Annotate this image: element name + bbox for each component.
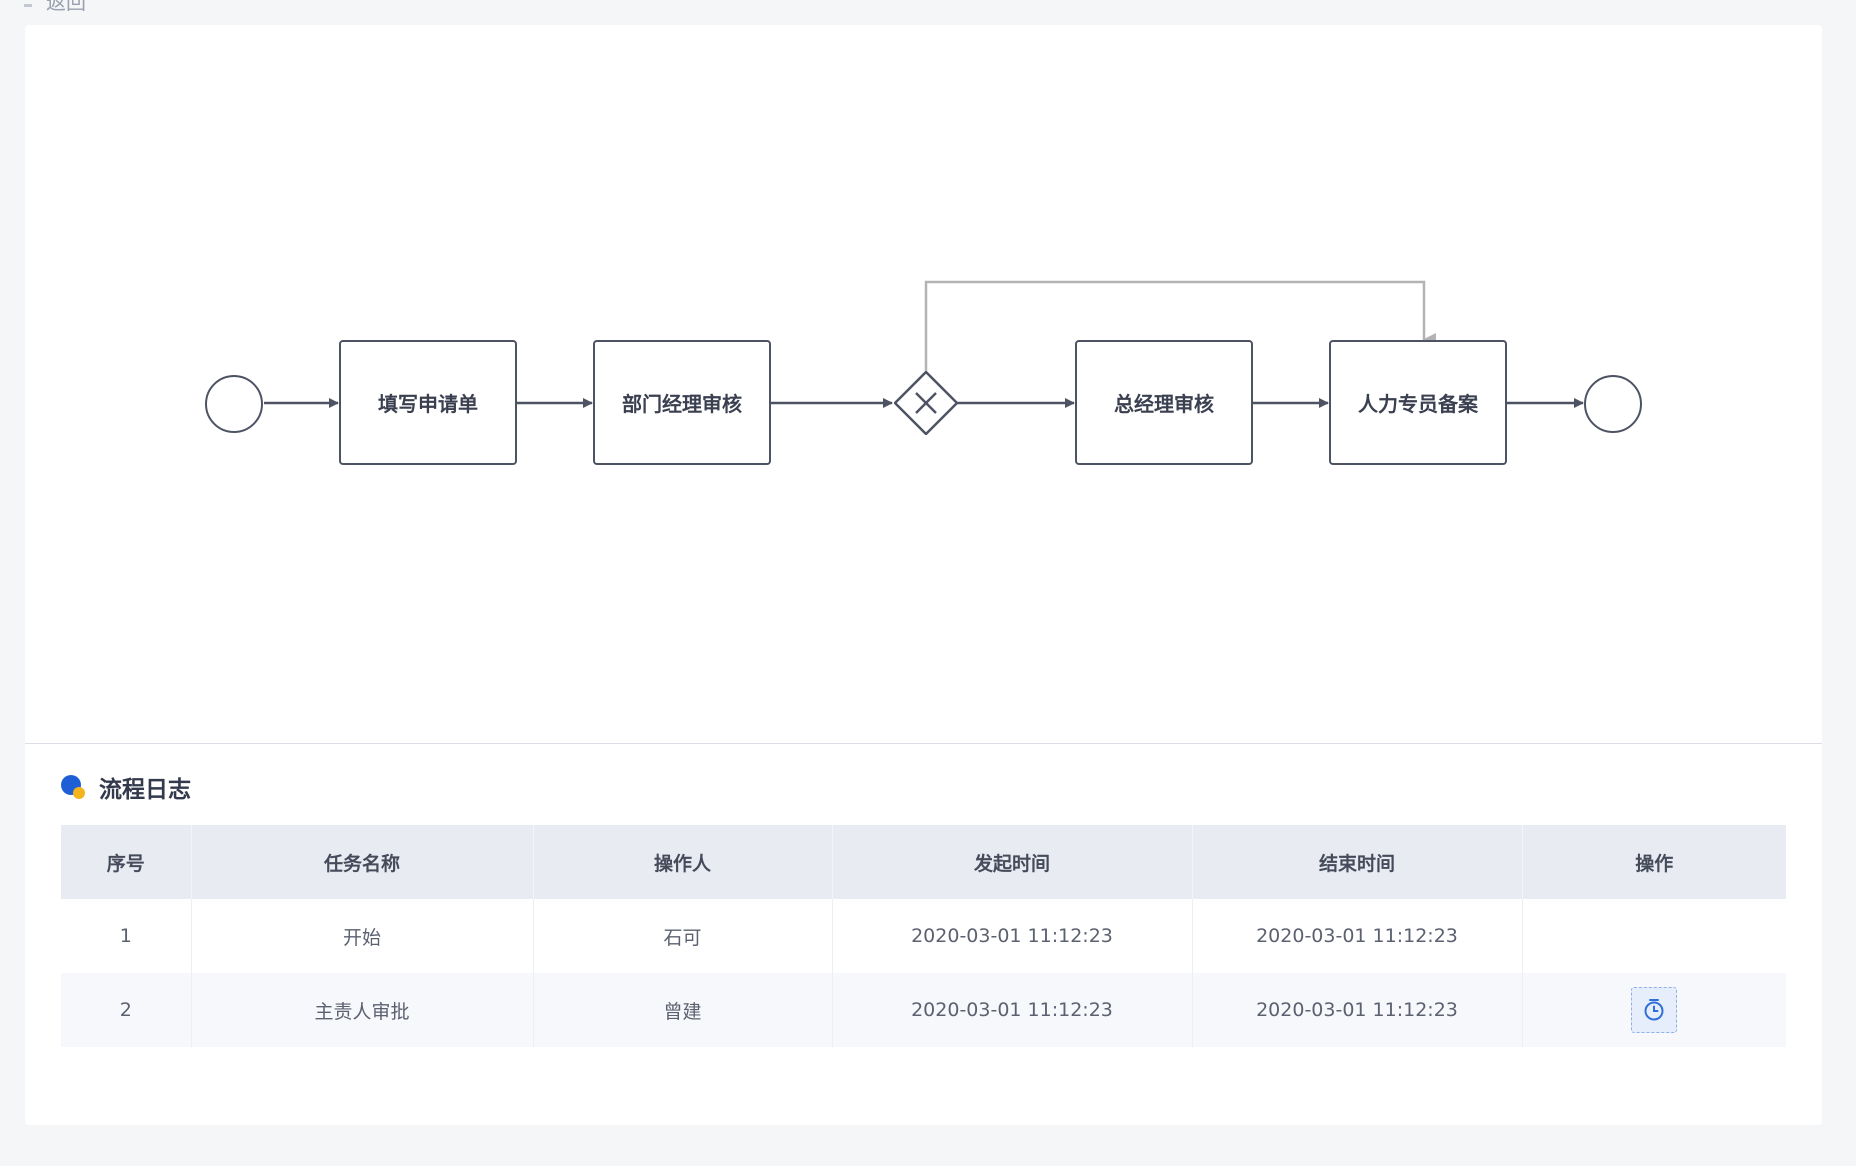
- cell-operator: 曾建: [533, 973, 833, 1047]
- back-link[interactable]: 返回: [24, 0, 86, 15]
- cell-start-time: 2020-03-01 11:12:23: [832, 973, 1193, 1047]
- cell-end-time: 2020-03-01 11:12:23: [1192, 973, 1523, 1047]
- column-header-action: 操作: [1522, 825, 1786, 899]
- table-header-row: 序号 任务名称 操作人 发起时间 结束时间 操作: [61, 825, 1786, 899]
- column-header-start-time: 发起时间: [832, 825, 1193, 899]
- process-log-table: 序号 任务名称 操作人 发起时间 结束时间 操作 1 开始 石可 2020-03…: [61, 825, 1786, 1047]
- cell-index: 2: [61, 973, 192, 1047]
- cell-index: 1: [61, 899, 192, 973]
- cell-action: [1522, 973, 1786, 1047]
- start-event[interactable]: [205, 375, 263, 433]
- column-header-operator: 操作人: [533, 825, 833, 899]
- column-header-task-name: 任务名称: [191, 825, 534, 899]
- flow-gateway-to-task4: [924, 280, 1436, 371]
- cell-start-time: 2020-03-01 11:12:23: [832, 899, 1193, 973]
- cell-operator: 石可: [533, 899, 833, 973]
- process-log-title: 流程日志: [99, 777, 191, 803]
- back-icon: [24, 4, 32, 7]
- task-label: 人力专员备案: [1358, 392, 1478, 416]
- view-duration-button[interactable]: [1631, 987, 1678, 1033]
- column-header-index: 序号: [61, 825, 192, 899]
- exclusive-gateway-x-icon[interactable]: [894, 371, 958, 435]
- task-department-manager-review[interactable]: 部门经理审核: [593, 340, 771, 465]
- process-log-icon: [61, 775, 85, 799]
- flow-connectors: [264, 280, 1584, 408]
- main-panel: 填写申请单 部门经理审核 总经理审核 人力专员备案 流程日志: [25, 25, 1822, 1125]
- cell-end-time: 2020-03-01 11:12:23: [1192, 899, 1523, 973]
- end-event[interactable]: [1584, 375, 1642, 433]
- task-label: 填写申请单: [378, 392, 478, 416]
- back-label: 返回: [46, 0, 86, 14]
- column-header-end-time: 结束时间: [1192, 825, 1523, 899]
- cell-task-name: 主责人审批: [191, 973, 534, 1047]
- stopwatch-icon: [1644, 999, 1664, 1021]
- cell-task-name: 开始: [191, 899, 534, 973]
- process-diagram: 填写申请单 部门经理审核 总经理审核 人力专员备案: [25, 25, 1822, 744]
- task-general-manager-review[interactable]: 总经理审核: [1075, 340, 1253, 465]
- process-log-header: 流程日志: [61, 770, 191, 804]
- task-hr-filing[interactable]: 人力专员备案: [1329, 340, 1507, 465]
- table-row: 2 主责人审批 曾建 2020-03-01 11:12:23 2020-03-0…: [61, 973, 1786, 1047]
- table-row: 1 开始 石可 2020-03-01 11:12:23 2020-03-01 1…: [61, 899, 1786, 973]
- cell-action: [1522, 899, 1786, 973]
- task-label: 总经理审核: [1114, 392, 1214, 416]
- task-label: 部门经理审核: [622, 392, 742, 416]
- task-fill-application[interactable]: 填写申请单: [339, 340, 517, 465]
